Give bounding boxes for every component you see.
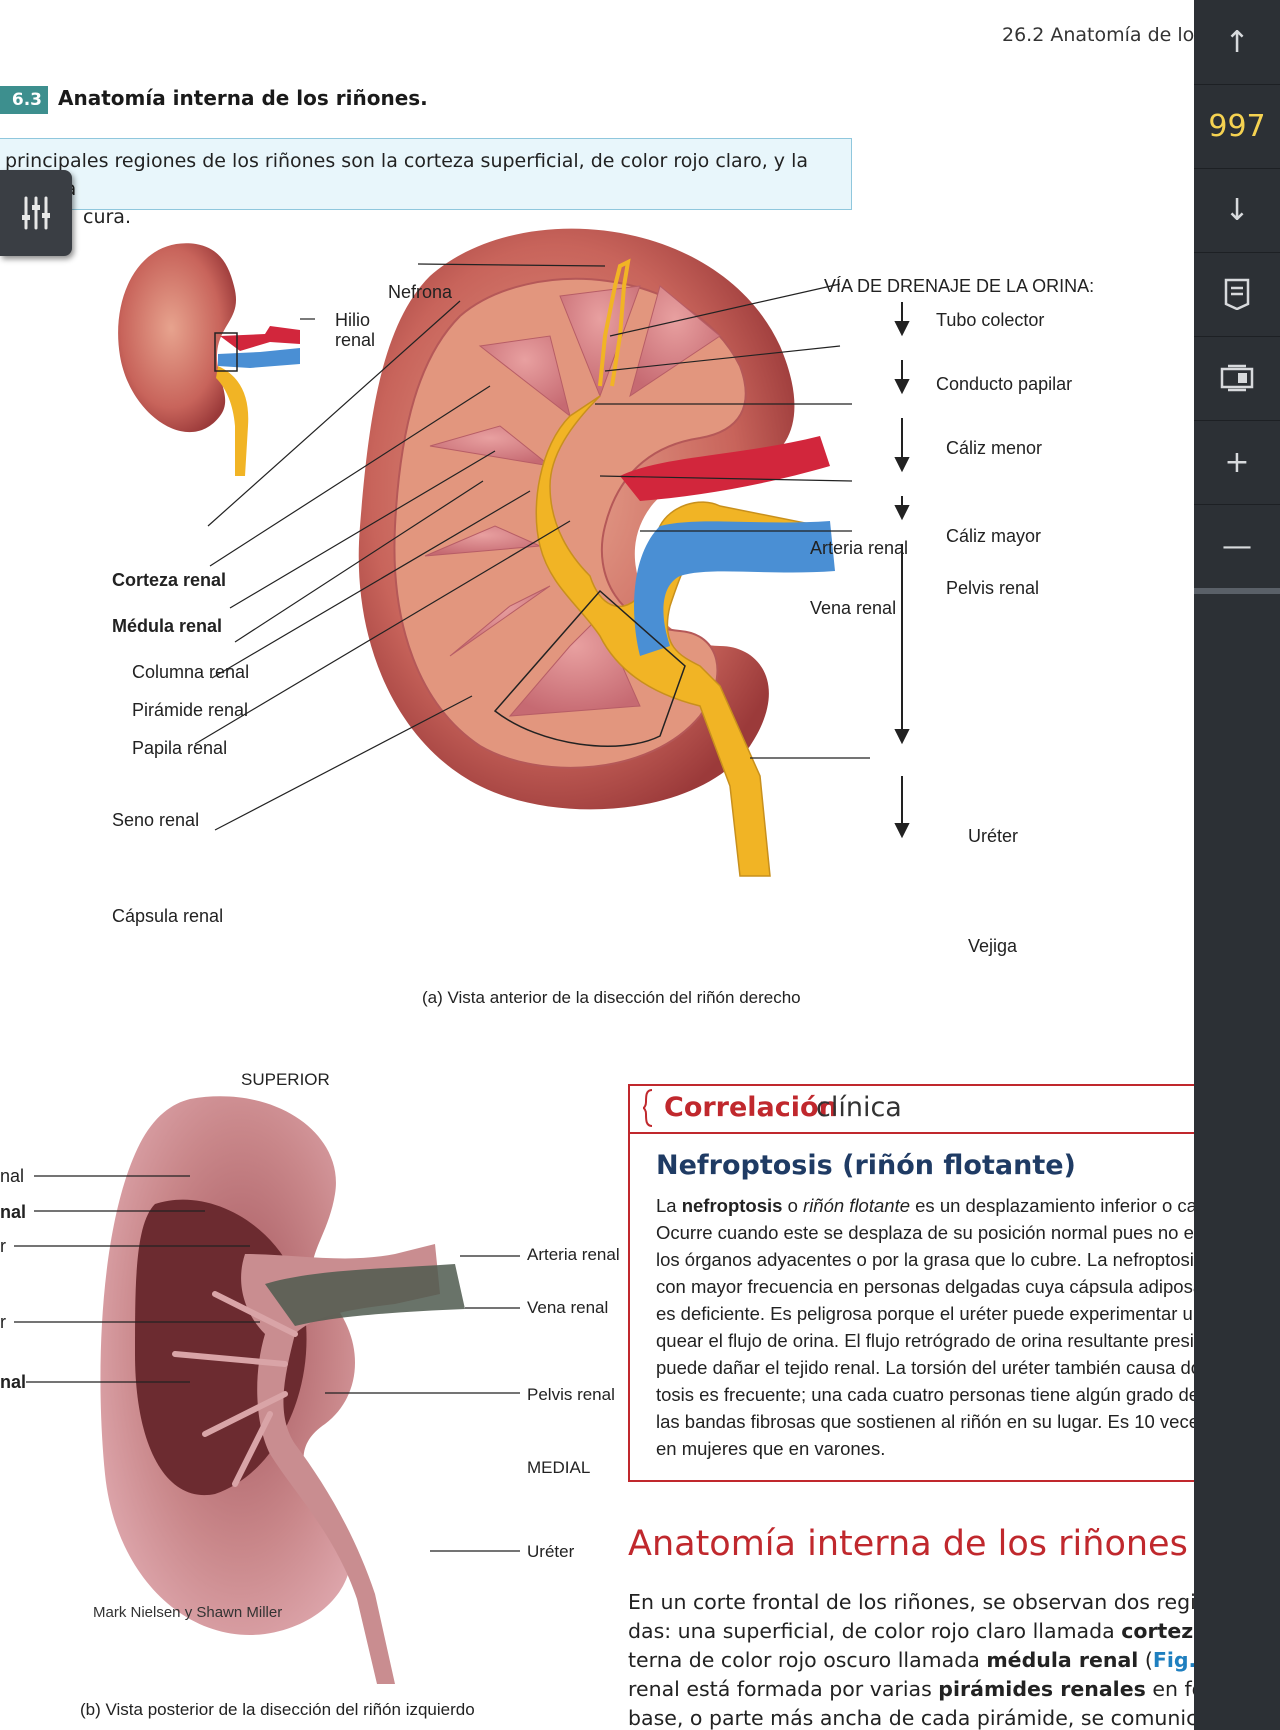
left-label-3: r bbox=[0, 1236, 6, 1256]
kidney-dissection-photo bbox=[95, 1094, 495, 1684]
label-capsula-renal: Cápsula renal bbox=[112, 906, 224, 926]
clinical-line-4: con mayor frecuencia en personas delgada… bbox=[656, 1276, 1194, 1297]
figure-b-caption: (b) Vista posterior de la disección del … bbox=[80, 1700, 475, 1719]
section-line-3: terna de color rojo oscuro llamada médul… bbox=[628, 1646, 1194, 1675]
page-down-button[interactable]: ↓ bbox=[1194, 168, 1280, 253]
arrow-down-icon: ↓ bbox=[1224, 192, 1250, 228]
label-piramide-renal: Pirámide renal bbox=[132, 700, 249, 720]
figure-a-caption: (a) Vista anterior de la disección del r… bbox=[422, 988, 801, 1007]
clinical-line-6: quear el flujo de orina. El flujo retróg… bbox=[656, 1330, 1194, 1351]
label-medial: MEDIAL bbox=[527, 1458, 591, 1477]
page-number-display[interactable]: 997 bbox=[1194, 84, 1280, 169]
clinical-tag-bold: Correlación bbox=[664, 1092, 838, 1123]
clinical-line-7: puede dañar el tejido renal. La torsión … bbox=[656, 1357, 1194, 1378]
section-line-1: En un corte frontal de los riñones, se o… bbox=[628, 1590, 1194, 1614]
sliders-icon bbox=[22, 196, 50, 230]
arrow-up-icon: ↑ bbox=[1224, 24, 1250, 60]
label-pelvis-renal-b: Pelvis renal bbox=[527, 1385, 615, 1404]
clinical-correlation-header: Correlación clínica bbox=[630, 1086, 1194, 1134]
zoom-out-button[interactable]: — bbox=[1194, 504, 1280, 589]
label-ureter-b: Uréter bbox=[527, 1542, 575, 1561]
label-arteria-renal: Arteria renal bbox=[810, 538, 909, 558]
label-columna-renal: Columna renal bbox=[132, 662, 250, 682]
label-nefrona: Nefrona bbox=[388, 282, 453, 302]
bracket-icon bbox=[642, 1089, 653, 1127]
figure-summary-box: principales regiones de los riñones son … bbox=[0, 138, 852, 228]
label-vena-renal: Vena renal bbox=[810, 598, 897, 618]
running-header: 26.2 Anatomía de los ri bbox=[1002, 24, 1194, 46]
clinical-line-1: La nefroptosis o riñón flotante es un de… bbox=[656, 1195, 1194, 1216]
present-button[interactable] bbox=[1194, 336, 1280, 421]
figure-number: 6.3 bbox=[0, 86, 48, 114]
section-title: Anatomía interna de los riñones bbox=[628, 1524, 1188, 1564]
kidney-section-illustration bbox=[118, 228, 910, 877]
settings-sliders-button[interactable] bbox=[0, 170, 72, 256]
figure-title: Anatomía interna de los riñones. bbox=[58, 86, 428, 110]
notes-button[interactable] bbox=[1194, 252, 1280, 337]
label-corteza-renal: Corteza renal bbox=[112, 570, 227, 590]
section-line-5: base, o parte más ancha de cada pirámide… bbox=[628, 1706, 1194, 1730]
document-page: 26.2 Anatomía de los ri 6.3 Anatomía int… bbox=[0, 24, 1194, 1730]
page-number: 997 bbox=[1208, 108, 1266, 144]
left-label-1: nal bbox=[0, 1166, 25, 1186]
section-line-4: renal está formada por varias pirámides … bbox=[628, 1677, 1194, 1701]
summary-line-2: cura. bbox=[83, 206, 131, 228]
clinical-line-3: los órganos adyacentes o por la grasa qu… bbox=[656, 1249, 1194, 1270]
plus-icon: + bbox=[1224, 444, 1250, 480]
label-papila-renal: Papila renal bbox=[132, 738, 228, 758]
clinical-line-8: tosis es frecuente; una cada cuatro pers… bbox=[656, 1384, 1194, 1405]
label-via-drenaje: VÍA DE DRENAJE DE LA ORINA: bbox=[824, 276, 1095, 296]
clinical-correlation-box: Correlación clínica Nefroptosis (riñón f… bbox=[628, 1084, 1194, 1482]
toolbar-divider bbox=[1194, 588, 1280, 594]
clinical-title: Nefroptosis (riñón flotante) bbox=[656, 1150, 1076, 1181]
label-hilio: Hilio bbox=[335, 310, 371, 330]
section-line-2: das: una superficial, de color rojo clar… bbox=[628, 1619, 1194, 1643]
left-label-5: nal bbox=[0, 1372, 27, 1392]
label-pelvis-renal: Pelvis renal bbox=[946, 578, 1040, 598]
figure-a: Hilio renal Nefrona VÍA DE DRENAJE DE LA… bbox=[100, 226, 1194, 1026]
label-tubo-colector: Tubo colector bbox=[936, 310, 1045, 330]
kidney-photo-graphic bbox=[100, 1096, 465, 1684]
clinical-tag-rest: clínica bbox=[816, 1092, 902, 1123]
notes-icon bbox=[1224, 278, 1250, 310]
label-vena-renal-b: Vena renal bbox=[527, 1298, 609, 1317]
summary-line-1: principales regiones de los riñones son … bbox=[5, 150, 808, 200]
label-hilio-renal: renal bbox=[335, 330, 376, 350]
clinical-body: La nefroptosis o riñón flotante es un de… bbox=[656, 1192, 1194, 1462]
page-up-button[interactable]: ↑ bbox=[1194, 0, 1280, 85]
clinical-line-5: es deficiente. Es peligrosa porque el ur… bbox=[656, 1303, 1194, 1324]
label-medula-renal: Médula renal bbox=[112, 616, 223, 636]
left-label-4: r bbox=[0, 1312, 6, 1332]
label-superior: SUPERIOR bbox=[241, 1070, 330, 1089]
label-ureter: Uréter bbox=[968, 826, 1019, 846]
label-conducto-papilar: Conducto papilar bbox=[936, 374, 1073, 394]
label-caliz-mayor: Cáliz mayor bbox=[946, 526, 1042, 546]
figure-link[interactable]: Fig. 26.3 bbox=[1152, 1648, 1194, 1672]
label-seno-renal: Seno renal bbox=[112, 810, 200, 830]
clinical-line-9: las bandas fibrosas que sostienen al riñ… bbox=[656, 1411, 1194, 1432]
left-label-2: nal bbox=[0, 1202, 27, 1222]
clinical-line-2: Ocurre cuando este se desplaza de su pos… bbox=[656, 1222, 1194, 1243]
present-icon bbox=[1220, 364, 1254, 392]
section-body: En un corte frontal de los riñones, se o… bbox=[628, 1588, 1194, 1730]
photo-credit: Mark Nielsen y Shawn Miller bbox=[93, 1604, 283, 1621]
clinical-line-10: en mujeres que en varones. bbox=[656, 1438, 886, 1459]
figure-b-leaders bbox=[14, 1175, 520, 1552]
label-arteria-renal-b: Arteria renal bbox=[527, 1245, 620, 1264]
minus-icon: — bbox=[1222, 528, 1252, 564]
reader-toolbar: ↑ 997 ↓ + — bbox=[1194, 0, 1280, 1730]
label-vejiga: Vejiga bbox=[968, 936, 1018, 956]
label-caliz-menor: Cáliz menor bbox=[946, 438, 1043, 458]
zoom-in-button[interactable]: + bbox=[1194, 420, 1280, 505]
